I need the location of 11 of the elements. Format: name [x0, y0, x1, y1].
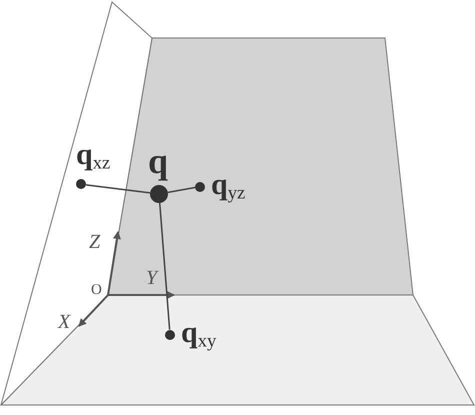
- point-label: q$_{xy}$: [181, 318, 216, 352]
- point-label: q$_{yz}$: [211, 170, 246, 204]
- projection-line: [86, 184, 150, 194]
- point-label: q$_{xz}$: [76, 140, 110, 174]
- axis-label: Z: [89, 232, 100, 252]
- projection-line: [158, 202, 170, 330]
- axis-label: O: [91, 283, 102, 298]
- point-label: q: [148, 143, 168, 179]
- projection-line: [168, 186, 196, 194]
- axis-label: Y: [146, 268, 158, 288]
- axis-label: X: [58, 312, 70, 332]
